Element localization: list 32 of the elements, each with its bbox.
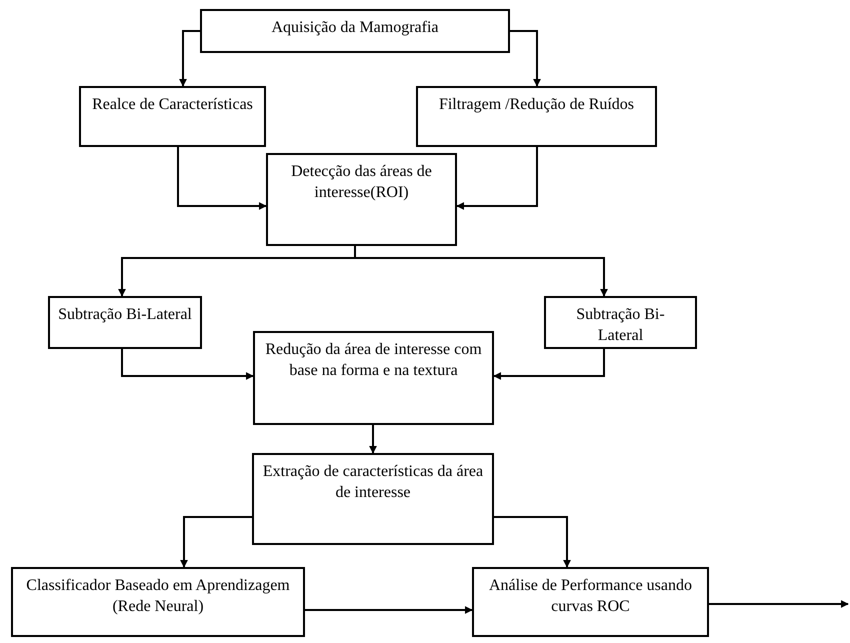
process-box: [544, 296, 697, 349]
box-label: Redução da área de interesse com base na forma e na textura: [264, 340, 483, 381]
arrow: [121, 349, 254, 380]
arrow: [456, 147, 538, 210]
arrow: [180, 516, 252, 568]
process-box: [253, 331, 494, 425]
arrow: [179, 30, 200, 87]
box-label: Detecção das áreas de interesse(ROI): [290, 162, 433, 203]
box-label: Aquisição da Mamografia: [271, 18, 439, 38]
process-box: [200, 9, 510, 53]
box-label: Classificador Baseado em Aprendizagem (Rede Neural): [25, 576, 291, 617]
arrow: [494, 516, 571, 568]
arrow: [177, 147, 267, 210]
arrow: [510, 30, 541, 87]
process-box: [266, 153, 457, 246]
arrow: [369, 425, 377, 454]
box-label: Subtração Bi-Lateral: [575, 305, 666, 346]
arrow: [709, 600, 849, 608]
arrow: [493, 349, 605, 380]
process-box: [79, 86, 266, 147]
process-box: [11, 567, 305, 637]
box-label: Filtragem /Redução de Ruídos: [438, 95, 634, 115]
process-box: [472, 567, 709, 637]
box-label: Extração de características da área de interesse: [262, 462, 484, 503]
box-label: Análise de Performance usando curvas ROC: [488, 576, 694, 617]
process-box: [416, 86, 657, 147]
arrow: [354, 246, 608, 297]
arrow: [305, 606, 473, 614]
process-box: [252, 453, 494, 545]
box-label: Realce de Características: [92, 95, 253, 115]
box-label: Subtração Bi-Lateral: [58, 305, 192, 325]
process-box: [48, 296, 202, 349]
